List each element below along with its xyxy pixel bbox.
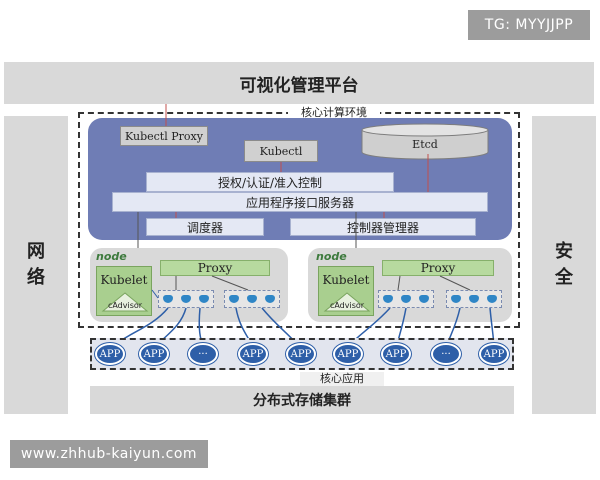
api-server-box: 应用程序接口服务器 [112, 192, 488, 212]
node-2-pod-b [446, 290, 502, 308]
side-security: 安 全 [532, 116, 596, 414]
storage-title: 分布式存储集群 [253, 393, 351, 409]
app-circle: APP [139, 343, 169, 365]
kubectl-proxy-box: Kubectl Proxy [120, 126, 208, 146]
core-app-label: 核心应用 [300, 372, 384, 386]
docker-whale-icon [163, 295, 173, 303]
docker-whale-icon [419, 295, 429, 303]
node-2-cadvisor-label: cAdvisor [329, 301, 365, 310]
node-2-proxy: Proxy [382, 260, 494, 276]
app-circle: APP [95, 343, 125, 365]
docker-whale-icon [451, 295, 461, 303]
cadvisor-icon [323, 292, 371, 312]
app-circle: APP [238, 343, 268, 365]
etcd-cylinder [361, 123, 489, 160]
app-ellipsis: ··· [188, 343, 218, 365]
etcd-label: Etcd [412, 137, 438, 151]
app-circle: APP [381, 343, 411, 365]
node-1-kubelet: Kubelet cAdvisor [96, 266, 152, 316]
watermark-top: TG: MYYJJPP [468, 10, 590, 40]
node-1-pod-a [158, 290, 214, 308]
app-circle: APP [333, 343, 363, 365]
node-1-cadvisor-label: cAdvisor [107, 301, 143, 310]
app-circle: APP [479, 343, 509, 365]
app-circle: APP [286, 343, 316, 365]
cadvisor-icon [101, 292, 149, 312]
controller-box: 控制器管理器 [290, 218, 476, 236]
auth-box: 授权/认证/准入控制 [146, 172, 394, 192]
side-security-label: 安 全 [555, 241, 573, 288]
node-1-kubelet-label: Kubelet [100, 273, 148, 287]
node-2-pod-a [378, 290, 434, 308]
node-1-logo: node [96, 250, 127, 263]
storage-bar: 分布式存储集群 [90, 386, 514, 414]
docker-whale-icon [383, 295, 393, 303]
app-ellipsis: ··· [431, 343, 461, 365]
scheduler-box: 调度器 [146, 218, 264, 236]
watermark-bottom: www.zhhub-kaiyun.com [10, 440, 208, 468]
docker-whale-icon [199, 295, 209, 303]
docker-whale-icon [265, 295, 275, 303]
node-1-pod-b [224, 290, 280, 308]
docker-whale-icon [229, 295, 239, 303]
node-1-proxy: Proxy [160, 260, 270, 276]
docker-whale-icon [487, 295, 497, 303]
docker-whale-icon [181, 295, 191, 303]
node-2-logo: node [316, 250, 347, 263]
kubectl-box: Kubectl [244, 140, 318, 162]
side-network: 网 络 [4, 116, 68, 414]
side-network-label: 网 络 [27, 241, 45, 288]
platform-bar: 可视化管理平台 [4, 62, 594, 104]
docker-whale-icon [247, 295, 257, 303]
platform-title: 可视化管理平台 [239, 75, 359, 96]
docker-whale-icon [401, 295, 411, 303]
node-2-kubelet: Kubelet cAdvisor [318, 266, 374, 316]
node-2-kubelet-label: Kubelet [322, 273, 370, 287]
docker-whale-icon [469, 295, 479, 303]
